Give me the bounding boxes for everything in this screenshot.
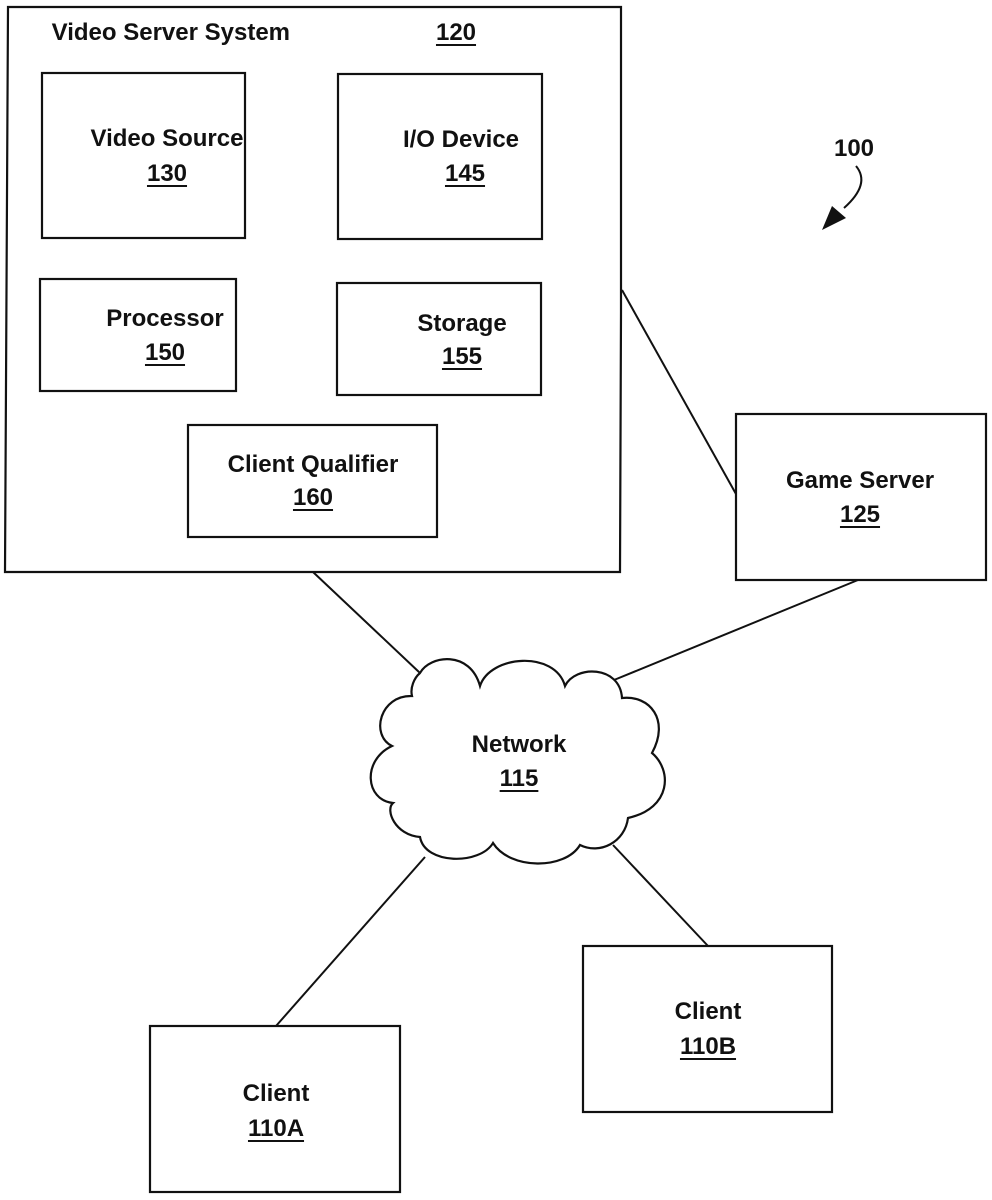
client-b-box: Client 110B	[583, 946, 832, 1112]
figure-ref-label: 100	[834, 135, 874, 162]
video-source-label: Video Source	[91, 125, 244, 152]
storage-ref: 155	[442, 343, 482, 370]
connector-gameserver-network	[614, 580, 858, 680]
client-a-box: Client 110A	[150, 1026, 400, 1192]
connector-network-client-a	[276, 857, 425, 1026]
video-source-box: Video Source 130	[42, 73, 245, 238]
figure-ref-arrowhead-icon	[822, 206, 846, 230]
game-server-ref: 125	[840, 501, 880, 528]
connector-vss-network	[313, 572, 420, 673]
network-label: Network	[472, 731, 567, 758]
storage-box: Storage 155	[337, 283, 541, 395]
video-server-system-ref: 120	[436, 19, 476, 46]
client-qualifier-box: Client Qualifier 160	[188, 425, 437, 537]
client-qualifier-ref: 160	[293, 484, 333, 511]
network-cloud: Network 115	[371, 659, 665, 863]
video-source-ref: 130	[147, 160, 187, 187]
network-ref: 115	[500, 765, 539, 792]
video-server-system-label: Video Server System	[52, 19, 290, 46]
connector-network-client-b	[613, 845, 708, 946]
io-device-ref: 145	[445, 160, 485, 187]
client-b-label: Client	[675, 998, 742, 1025]
network-cloud-shape	[371, 659, 665, 863]
client-qualifier-label: Client Qualifier	[228, 451, 399, 478]
processor-ref: 150	[145, 339, 185, 366]
storage-label: Storage	[417, 310, 506, 337]
figure-ref-arrow-shaft	[844, 166, 861, 208]
io-device-label: I/O Device	[403, 126, 519, 153]
processor-label: Processor	[106, 305, 223, 332]
game-server-box: Game Server 125	[736, 414, 986, 580]
processor-box: Processor 150	[40, 279, 236, 391]
client-a-ref: 110A	[248, 1115, 304, 1142]
io-device-box: I/O Device 145	[338, 74, 542, 239]
figure-reference: 100	[822, 135, 874, 230]
connector-vss-gameserver	[622, 290, 736, 494]
game-server-label: Game Server	[786, 467, 934, 494]
client-b-ref: 110B	[680, 1033, 736, 1060]
client-a-label: Client	[243, 1080, 310, 1107]
